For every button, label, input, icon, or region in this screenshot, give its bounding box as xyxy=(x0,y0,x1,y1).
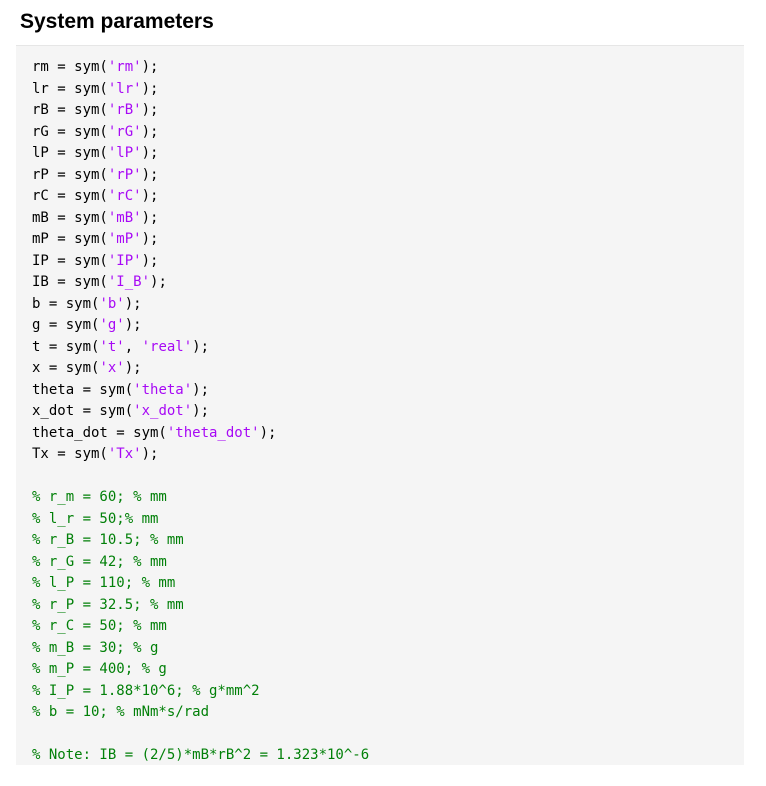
code-token: ); xyxy=(192,403,210,419)
code-line: mB = sym('mB'); xyxy=(32,208,744,230)
comment-lines: % r_m = 60; % mm % l_r = 50;% mm % r_B = 1… xyxy=(32,487,744,724)
code-line: IB = sym('I_B'); xyxy=(32,272,744,294)
code-line: lr = sym('lr'); xyxy=(32,79,744,101)
code-line: rG = sym('rG'); xyxy=(32,122,744,144)
code-token: rm = sym( xyxy=(32,59,108,75)
string-literal: 'rm' xyxy=(107,59,142,75)
code-token: ); xyxy=(124,317,142,333)
assignment-lines: rm = sym('rm');lr = sym('lr');rB = sym('… xyxy=(32,57,744,466)
code-line: Tx = sym('Tx'); xyxy=(32,444,744,466)
string-literal: 'real' xyxy=(141,338,193,355)
code-token: ); xyxy=(141,59,159,75)
code-token: IP = sym( xyxy=(32,252,108,269)
code-line: mP = sym('mP'); xyxy=(32,229,744,251)
code-line: IP = sym('IP'); xyxy=(32,251,744,273)
section-title: System parameters xyxy=(20,10,214,33)
code-line: lP = sym('lP'); xyxy=(32,143,744,165)
comment-line: % r_B = 10.5; % mm xyxy=(32,532,184,548)
code-token: mP = sym( xyxy=(32,231,108,247)
code-line: theta = sym('theta'); xyxy=(32,380,744,402)
code-token: g = sym( xyxy=(32,317,100,333)
comment-line: % r_P = 32.5; % mm xyxy=(32,596,184,613)
string-literal: 'rB' xyxy=(107,102,142,118)
string-literal: 'rC' xyxy=(107,188,142,204)
string-literal: 'Tx' xyxy=(107,446,142,462)
code-token: lP = sym( xyxy=(32,145,108,161)
code-line: theta_dot = sym('theta_dot'); xyxy=(32,423,744,445)
code-token: rB = sym( xyxy=(32,102,108,118)
comment-line: % r_C = 50; % mm xyxy=(32,618,167,634)
code-token: theta_dot = sym( xyxy=(32,424,167,441)
string-literal: 'mB' xyxy=(107,209,142,226)
code-token: ); xyxy=(141,80,159,97)
string-literal: 'rP' xyxy=(107,166,142,183)
code-line: b = sym('b'); xyxy=(32,294,744,316)
code-token: rG = sym( xyxy=(32,123,108,140)
string-literal: 'lP' xyxy=(107,145,142,161)
code-token: ); xyxy=(192,381,210,398)
code-token: ); xyxy=(141,188,159,204)
string-literal: 'b' xyxy=(99,295,125,312)
code-token: ); xyxy=(141,102,159,118)
comment-line: % r_m = 60; % mm xyxy=(32,489,167,505)
string-literal: 'x_dot' xyxy=(133,403,193,419)
code-line: rB = sym('rB'); xyxy=(32,100,744,122)
string-literal: 'I_B' xyxy=(107,274,151,290)
code-token: theta = sym( xyxy=(32,381,134,398)
code-token: ); xyxy=(141,123,159,140)
code-line: t = sym('t', 'real'); xyxy=(32,337,744,359)
code-token: ); xyxy=(141,446,159,462)
string-literal: 'rG' xyxy=(107,123,142,140)
code-token: x = sym( xyxy=(32,360,100,376)
comment-line: % m_B = 30; % g xyxy=(32,639,159,656)
code-line: g = sym('g'); xyxy=(32,315,744,337)
code-token: b = sym( xyxy=(32,295,100,312)
code-token: t = sym( xyxy=(32,338,100,355)
string-literal: 'IP' xyxy=(107,252,142,269)
code-token: ); xyxy=(124,295,142,312)
code-token: , xyxy=(124,338,142,355)
code-token: IB = sym( xyxy=(32,274,108,290)
code-token: ); xyxy=(141,252,159,269)
code-token: ); xyxy=(124,360,142,376)
note-comment-line: % Note: IB = (2/5)*mB*rB^2 = 1.323*10^-6 xyxy=(32,747,370,763)
comment-line: % b = 10; % mNm*s/rad xyxy=(32,704,210,720)
code-token: rC = sym( xyxy=(32,188,108,204)
comment-line: % l_P = 110; % mm xyxy=(32,575,176,591)
code-token: ); xyxy=(192,338,210,355)
string-literal: 'theta_dot' xyxy=(166,424,260,441)
comment-line: % m_P = 400; % g xyxy=(32,661,167,677)
string-literal: 'lr' xyxy=(107,80,142,97)
string-literal: 'g' xyxy=(99,317,125,333)
code-line: x = sym('x'); xyxy=(32,358,744,380)
code-token: Tx = sym( xyxy=(32,446,108,462)
code-token: ); xyxy=(259,424,277,441)
comment-line: % I_P = 1.88*10^6; % g*mm^2 xyxy=(32,682,260,699)
code-token: mB = sym( xyxy=(32,209,108,226)
comment-line: % l_r = 50;% mm xyxy=(32,510,159,527)
code-token: rP = sym( xyxy=(32,166,108,183)
code-token: ); xyxy=(150,274,167,290)
code-line: rP = sym('rP'); xyxy=(32,165,744,187)
string-literal: 'x' xyxy=(99,360,125,376)
comment-line: % r_G = 42; % mm xyxy=(32,553,167,570)
string-literal: 'mP' xyxy=(107,231,142,247)
code-token: ); xyxy=(141,166,159,183)
code-token: ); xyxy=(141,145,159,161)
code-line: rC = sym('rC'); xyxy=(32,186,744,208)
code-line: x_dot = sym('x_dot'); xyxy=(32,401,744,423)
string-literal: 'theta' xyxy=(133,381,193,398)
blank-line xyxy=(32,466,744,488)
blank-line xyxy=(32,724,744,746)
code-token: lr = sym( xyxy=(32,80,108,97)
string-literal: 't' xyxy=(99,338,125,355)
code-token: ); xyxy=(141,209,159,226)
code-line: rm = sym('rm'); xyxy=(32,57,744,79)
code-block[interactable]: rm = sym('rm');lr = sym('lr');rB = sym('… xyxy=(16,45,744,765)
code-token: ); xyxy=(141,231,159,247)
code-token: x_dot = sym( xyxy=(32,403,134,419)
